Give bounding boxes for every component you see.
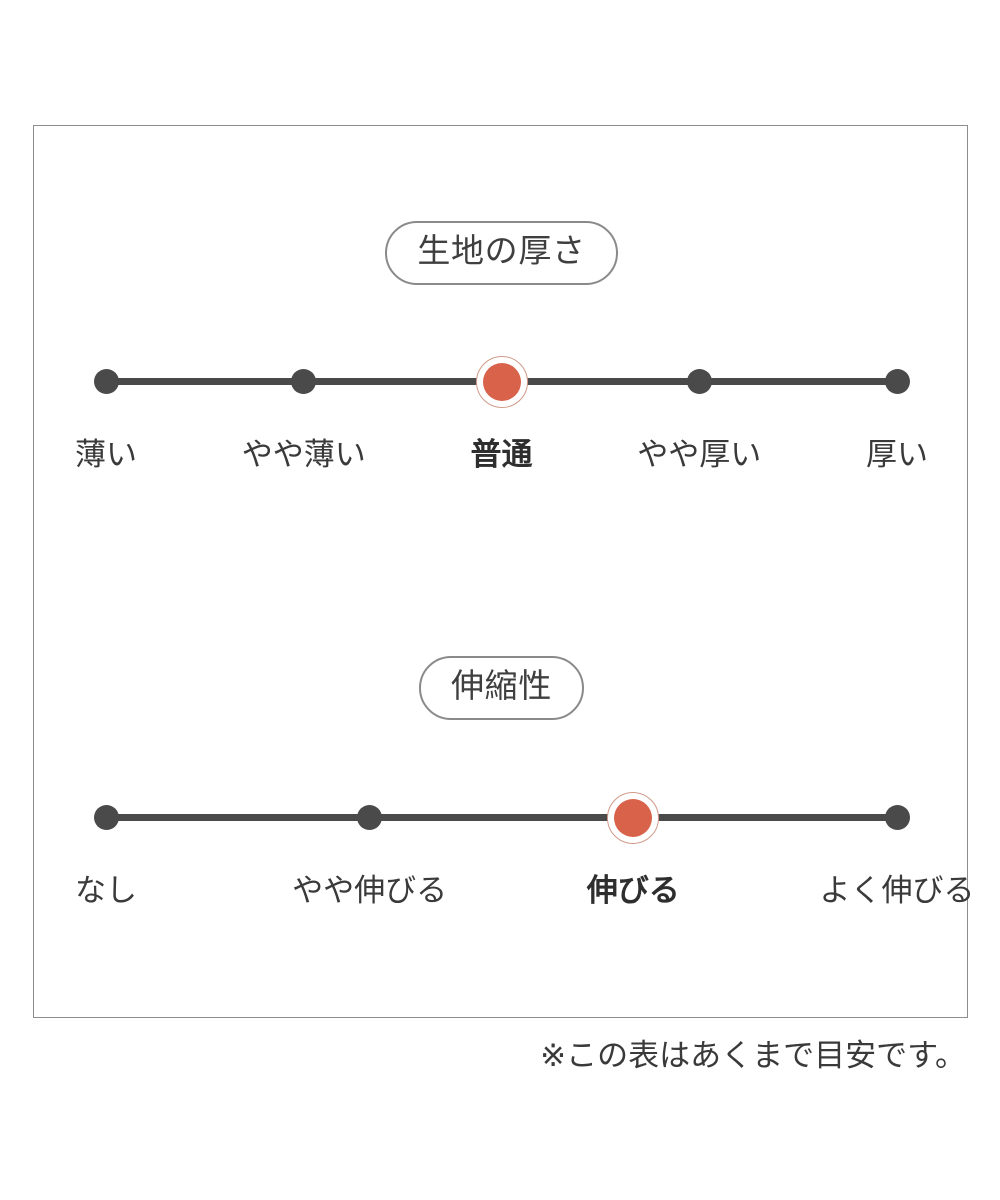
thickness-dot-2[interactable] — [291, 369, 317, 394]
stretch-dot-4[interactable] — [884, 805, 910, 830]
stretch-dot-3-selected[interactable] — [607, 791, 660, 844]
thickness-label-1: 薄い — [75, 437, 137, 472]
stretch-label-2: やや伸びる — [292, 873, 448, 908]
thickness-label-4: やや厚い — [637, 437, 762, 472]
thickness-label-3-selected: 普通 — [470, 437, 533, 472]
footnote: ※この表はあくまで目安です。 — [540, 1038, 966, 1073]
stretch-dots — [93, 791, 910, 844]
stretch-dot-2[interactable] — [357, 805, 383, 830]
stretch-dot-1[interactable] — [93, 805, 119, 830]
stretch-label-4: よく伸びる — [819, 873, 975, 908]
stretch-track — [106, 814, 897, 821]
stretch-label-3-selected: 伸びる — [586, 873, 680, 908]
thickness-dots — [93, 355, 910, 408]
thickness-label-5: 厚い — [866, 437, 928, 472]
thickness-scale: 薄い やや薄い 普通 やや厚い 厚い — [34, 355, 969, 508]
thickness-label-2: やや薄い — [241, 437, 366, 472]
stretch-label-1: なし — [75, 873, 137, 908]
thickness-dot-3-selected[interactable] — [475, 355, 528, 408]
thickness-heading-wrap: 生地の厚さ — [34, 221, 969, 285]
stretch-heading: 伸縮性 — [419, 656, 584, 720]
thickness-labels: 薄い やや薄い 普通 やや厚い 厚い — [75, 436, 928, 486]
stretch-scale: なし やや伸びる 伸びる よく伸びる — [34, 791, 975, 944]
thickness-dot-5[interactable] — [884, 369, 910, 394]
spec-panel: 生地の厚さ 薄い やや薄い 普通 やや厚い 厚い 伸縮性 — [33, 125, 975, 1018]
stretch-heading-wrap: 伸縮性 — [34, 656, 969, 720]
thickness-dot-4[interactable] — [686, 369, 712, 394]
stretch-labels: なし やや伸びる 伸びる よく伸びる — [75, 872, 975, 922]
thickness-dot-1[interactable] — [93, 369, 119, 394]
thickness-heading: 生地の厚さ — [385, 221, 618, 285]
